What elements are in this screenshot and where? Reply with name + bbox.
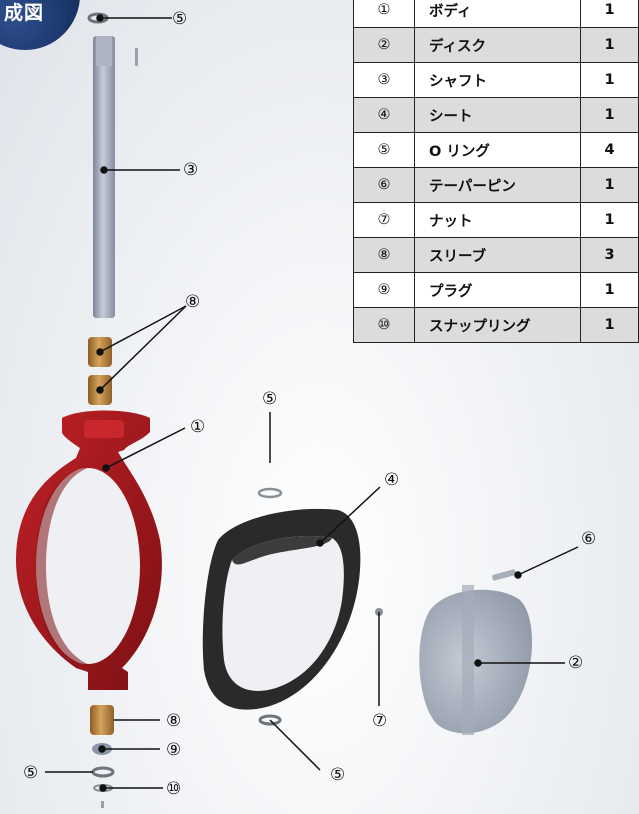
sleeve-lower [90, 705, 114, 735]
callout-5-seat-top: ⑤ [262, 389, 278, 409]
part-qty: 1 [580, 272, 639, 308]
part-qty: 1 [580, 202, 639, 238]
plug-end [101, 801, 104, 808]
part-name: シート [414, 97, 581, 133]
seat-ring [202, 508, 361, 710]
part-number: ⑤ [353, 132, 415, 168]
callout-4: ④ [384, 470, 400, 490]
part-number: ④ [353, 97, 415, 133]
callout-7: ⑦ [372, 711, 388, 731]
parts-table: ① ボディ 1 ② ディスク 1 ③ シャフト 1 ④ シート 1 ⑤ O リン… [353, 0, 639, 343]
part-number: ③ [353, 62, 415, 98]
callout-10: ⑩ [166, 779, 182, 799]
table-row: ⑧ スリーブ 3 [353, 237, 639, 273]
small-pin [135, 48, 138, 66]
o-ring-seat-top [257, 487, 283, 499]
part-qty: 1 [580, 307, 639, 343]
callout-5-seat-bottom: ⑤ [330, 765, 346, 785]
part-name: スナップリング [414, 307, 581, 343]
taper-pin [492, 569, 516, 581]
disc [419, 585, 532, 735]
o-ring-lower [91, 766, 115, 778]
part-number: ⑥ [353, 167, 415, 203]
callout-8-upper: ⑧ [185, 292, 201, 312]
callout-8-lower: ⑧ [166, 711, 182, 731]
leader-lines [45, 14, 579, 792]
table-row: ③ シャフト 1 [353, 62, 639, 98]
badge-title: 成図 [4, 2, 45, 24]
callout-5-lower: ⑤ [23, 763, 39, 783]
part-name: ボディ [414, 0, 581, 28]
table-row: ⑥ テーパーピン 1 [353, 167, 639, 203]
callout-5-top: ⑤ [172, 9, 188, 29]
valve-body [16, 410, 162, 690]
callout-2: ② [568, 653, 584, 673]
table-row: ⑩ スナップリング 1 [353, 307, 639, 343]
shaft [93, 36, 115, 318]
part-number: ⑩ [353, 307, 415, 343]
shaft-neck [96, 36, 112, 66]
part-qty: 3 [580, 237, 639, 273]
table-row: ⑦ ナット 1 [353, 202, 639, 238]
part-qty: 1 [580, 62, 639, 98]
part-name: O リング [414, 132, 581, 168]
part-qty: 1 [580, 97, 639, 133]
part-qty: 1 [580, 27, 639, 63]
callout-3: ③ [183, 160, 199, 180]
part-name: ナット [414, 202, 581, 238]
part-number: ⑦ [353, 202, 415, 238]
part-number: ⑨ [353, 272, 415, 308]
table-row: ④ シート 1 [353, 97, 639, 133]
table-row: ⑤ O リング 4 [353, 132, 639, 168]
table-row: ① ボディ 1 [353, 0, 639, 28]
callout-1: ① [190, 417, 206, 437]
table-row: ② ディスク 1 [353, 27, 639, 63]
table-row: ⑨ プラグ 1 [353, 272, 639, 308]
part-number: ⑧ [353, 237, 415, 273]
part-qty: 4 [580, 132, 639, 168]
callout-6: ⑥ [581, 529, 597, 549]
part-name: テーパーピン [414, 167, 581, 203]
part-qty: 1 [580, 0, 639, 28]
part-name: シャフト [414, 62, 581, 98]
part-name: ディスク [414, 27, 581, 63]
part-number: ① [353, 0, 415, 28]
part-number: ② [353, 27, 415, 63]
part-name: プラグ [414, 272, 581, 308]
part-qty: 1 [580, 167, 639, 203]
part-name: スリーブ [414, 237, 581, 273]
callout-9: ⑨ [166, 740, 182, 760]
o-ring-seat-bottom [258, 714, 282, 726]
